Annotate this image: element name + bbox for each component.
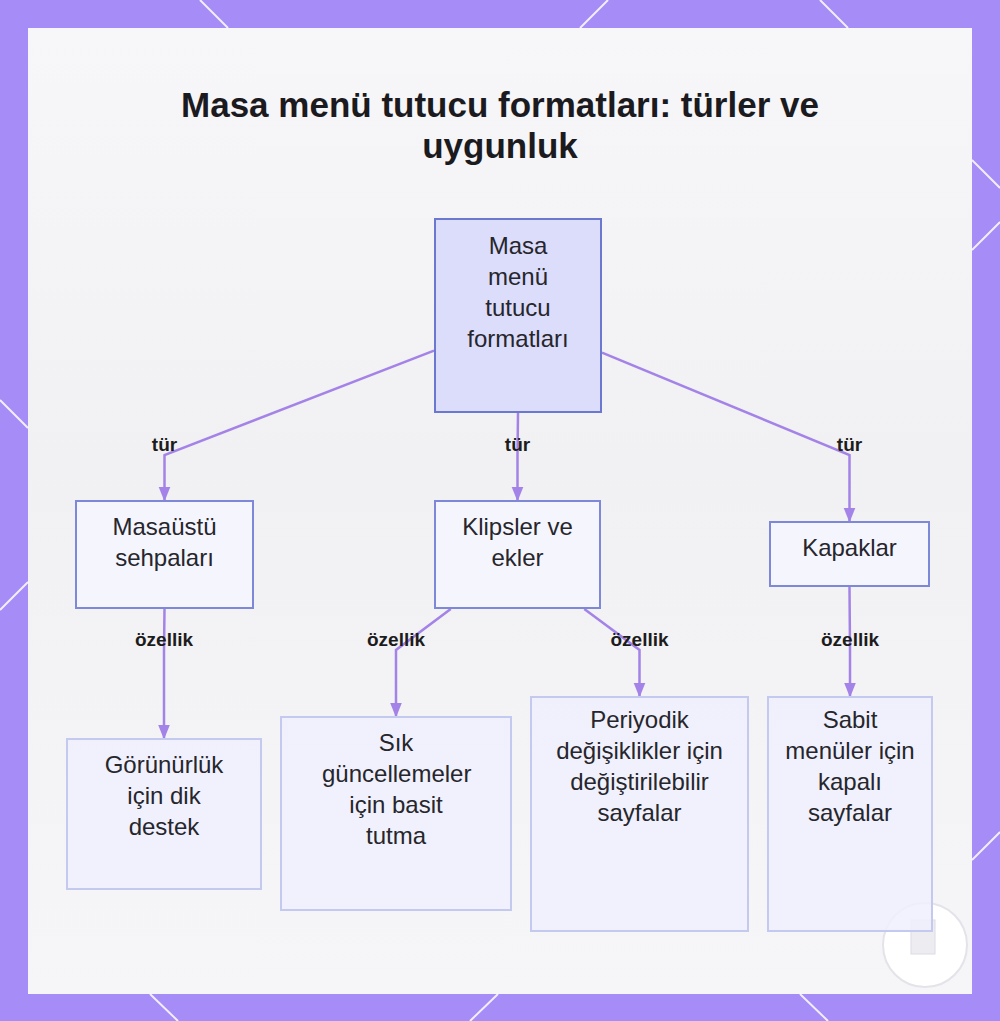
feature-box: Sabit menüler için kapalı sayfalar — [767, 696, 933, 932]
node-text: Sık güncellemeler için basit tutma — [322, 727, 470, 851]
edge-label: tür — [837, 434, 862, 456]
node-text: Klipsler ve ekler — [446, 511, 589, 573]
edge-label: tür — [152, 434, 177, 456]
connector-line — [163, 609, 166, 738]
edge-label: özellik — [135, 629, 193, 651]
node-text: Masa menü tutucu formatları — [464, 230, 572, 354]
type-box: Masaüstü sehpaları — [75, 500, 254, 609]
root-box: Masa menü tutucu formatları — [434, 218, 602, 413]
node-text: Kapaklar — [781, 532, 918, 563]
node-text: Masaüstü sehpaları — [87, 511, 242, 573]
edge-label: özellik — [367, 629, 425, 651]
feature-box: Sık güncellemeler için basit tutma — [280, 716, 512, 911]
node-text: Sabit menüler için kapalı sayfalar — [781, 704, 919, 828]
connector-line — [584, 609, 639, 696]
type-box: Kapaklar — [769, 521, 930, 587]
edge-label: özellik — [821, 629, 879, 651]
node-text: Periyodik değişiklikler için değiştirile… — [552, 704, 727, 828]
edge-label: tür — [505, 434, 530, 456]
connector-line — [602, 353, 850, 521]
connector-line — [396, 609, 451, 716]
diagram-title: Masa menü tutucu formatları: türler ve u… — [160, 84, 840, 166]
connector-line — [165, 351, 435, 500]
edge-label: özellik — [610, 629, 668, 651]
type-box: Klipsler ve ekler — [434, 500, 601, 609]
feature-box: Periyodik değişiklikler için değiştirile… — [530, 696, 749, 932]
connector-line — [516, 413, 519, 500]
node-text: Görünürlük için dik destek — [90, 749, 238, 842]
feature-box: Görünürlük için dik destek — [66, 738, 262, 890]
